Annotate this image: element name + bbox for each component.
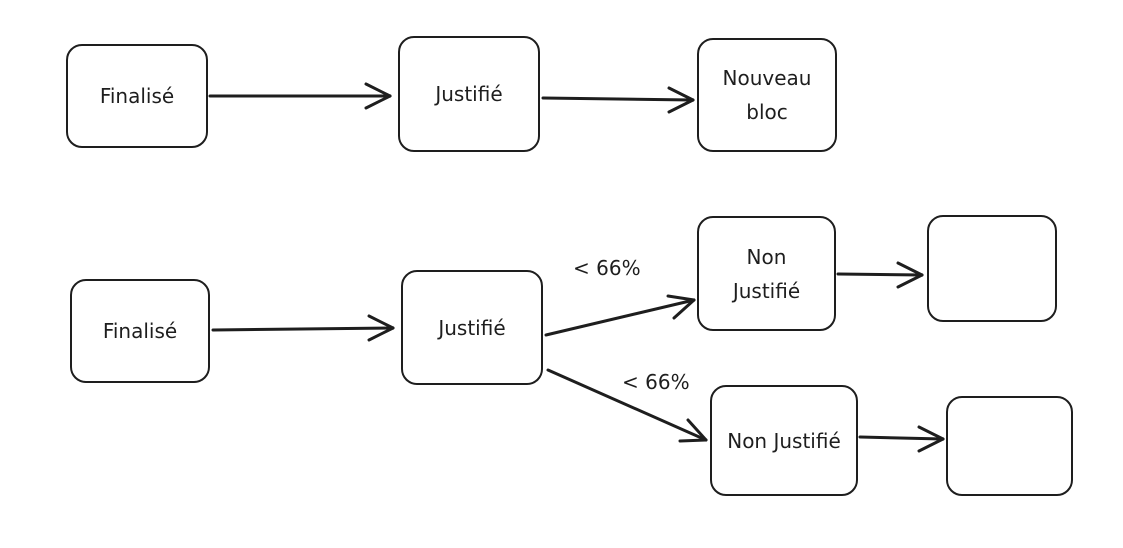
edge-n5-n8 — [546, 368, 708, 443]
edge-n4-n5 — [211, 314, 395, 342]
node-justifie-top[interactable]: Justifié — [398, 36, 540, 152]
edge-n5-n6 — [544, 294, 696, 337]
node-finalise-top[interactable]: Finalisé — [66, 44, 208, 148]
node-non-justifie-upper[interactable]: Non Justifié — [697, 216, 836, 331]
edge-n2-n3 — [541, 86, 695, 114]
edge-label-upper-threshold: < 66% — [573, 256, 641, 280]
edge-label-lower-threshold: < 66% — [622, 370, 690, 394]
node-finalise-bottom[interactable]: Finalisé — [70, 279, 210, 383]
node-non-justifie-lower[interactable]: Non Justifié — [710, 385, 858, 496]
node-justifie-bottom[interactable]: Justifié — [401, 270, 543, 385]
edge-n6-n7 — [836, 261, 924, 289]
node-nouveau-bloc[interactable]: Nouveau bloc — [697, 38, 837, 152]
node-empty-lower[interactable] — [946, 396, 1073, 496]
edge-n1-n2 — [208, 82, 392, 110]
node-empty-upper[interactable] — [927, 215, 1057, 322]
edge-n8-n9 — [858, 425, 945, 453]
